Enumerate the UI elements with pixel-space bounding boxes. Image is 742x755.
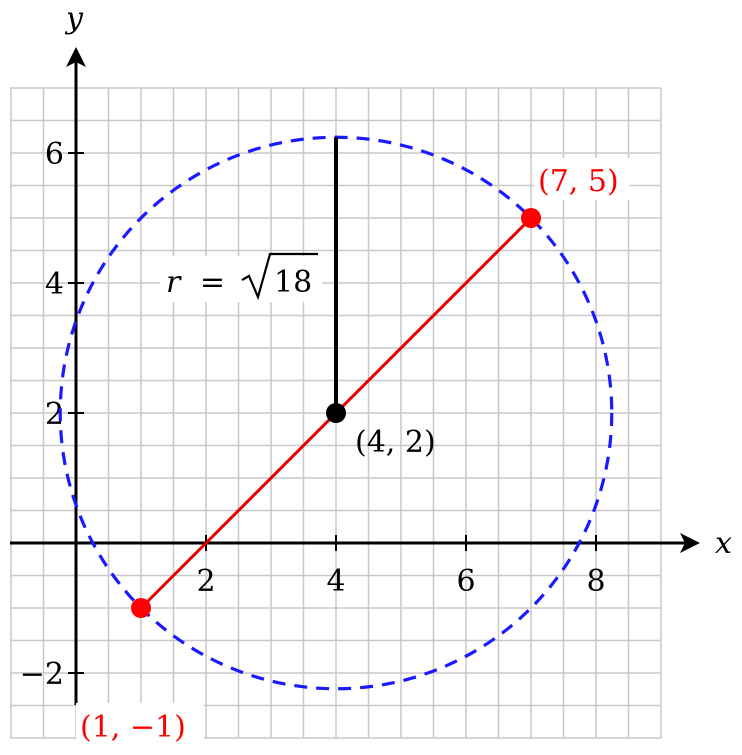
x-tick-label: 2	[196, 564, 215, 599]
axes: x y	[10, 1, 732, 705]
y-tick-label: 4	[45, 267, 64, 302]
x-tick-label: 6	[456, 564, 475, 599]
x-axis-arrowhead	[680, 533, 700, 553]
x-axis-label: x	[715, 526, 732, 561]
svg-text:r =: r =	[166, 265, 225, 300]
radius-symbol: r	[166, 265, 182, 300]
radicand: 18	[274, 265, 312, 300]
sqrt-sign-icon	[241, 252, 318, 301]
point-p1	[131, 598, 151, 618]
ticks: 2 4 6 8 6 4 2 −2	[20, 137, 606, 692]
point-label-p1: (1, −1)	[80, 710, 186, 745]
dashed-circle	[58, 135, 614, 691]
y-axis-label: y	[64, 1, 84, 36]
points: (1, −1) (7, 5) (4, 2)	[76, 158, 630, 747]
point-center	[326, 403, 346, 423]
x-tick-label: 4	[326, 564, 345, 599]
x-tick-label: 8	[586, 564, 605, 599]
label-backdrop	[534, 158, 630, 200]
y-tick-label: 6	[45, 137, 64, 172]
equals-sign: =	[200, 265, 225, 300]
y-axis-arrowhead	[66, 47, 86, 67]
y-tick-label: 2	[45, 397, 64, 432]
label-backdrop	[76, 703, 204, 747]
point-label-center: (4, 2)	[355, 425, 436, 460]
radius-label: r = 18	[160, 252, 322, 302]
point-label-p2: (7, 5)	[538, 164, 619, 199]
y-tick-label: −2	[20, 657, 64, 692]
point-p2	[521, 208, 541, 228]
